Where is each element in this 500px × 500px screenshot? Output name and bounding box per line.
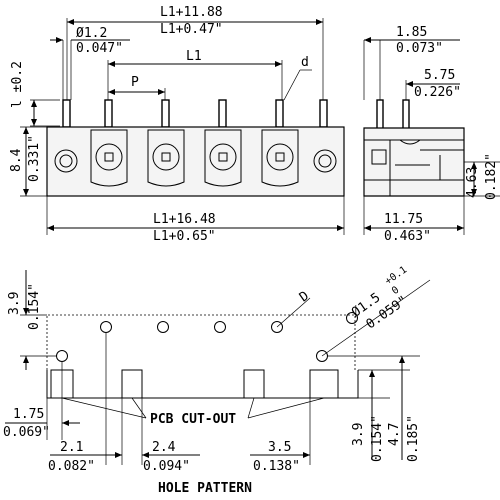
- pin-diameter-inch: 0.047": [76, 41, 123, 56]
- height-dimension-inch: 0.331": [27, 135, 42, 182]
- right-height-2-inch: 0.185": [406, 415, 421, 462]
- pin-space-inch: 0.226": [414, 85, 461, 100]
- side-pin: [402, 99, 410, 131]
- pin-offset: 1.85: [396, 25, 427, 40]
- side-pin: [376, 99, 384, 131]
- mounting-holes: [54, 149, 337, 173]
- bottom-total-dimension-inch: L1+0.65": [153, 229, 216, 244]
- hole-pattern-title: HOLE PATTERN: [158, 481, 252, 496]
- right-height-2: 4.7: [387, 423, 402, 446]
- pitch: P: [131, 75, 139, 90]
- slot-c: 3.5: [268, 440, 291, 455]
- depth-dimension: 11.75: [384, 212, 423, 227]
- footprint-outline: [46, 314, 356, 370]
- pin-length: l ±0.2: [10, 61, 25, 108]
- right-height-1: 3.9: [351, 423, 366, 446]
- mount-height-inch: 0.182": [484, 153, 499, 200]
- row-gap: 3.9: [7, 292, 22, 315]
- pin-offset-inch: 0.073": [396, 41, 443, 56]
- right-height-1-inch: 0.154": [370, 415, 385, 462]
- header-pins: [62, 99, 328, 128]
- terminal-screws: [90, 129, 299, 187]
- left-offset-inch: 0.069": [3, 425, 50, 440]
- slot-a: 2.1: [60, 440, 83, 455]
- slot-c-inch: 0.138": [253, 459, 300, 474]
- pcb-cutout-slots: [50, 369, 339, 399]
- depth-dimension-inch: 0.463": [384, 229, 431, 244]
- slot-b: 2.4: [152, 440, 176, 455]
- pcb-holes: [56, 312, 358, 362]
- connector-housing: [46, 126, 345, 197]
- pcb-cutout-label: PCB CUT-OUT: [150, 412, 236, 427]
- hole-tolerance-minus: 0: [390, 285, 401, 297]
- hole-tolerance-plus: +0.1: [383, 264, 409, 287]
- side-view: 1.85 0.073" 5.75 0.226" 11.75 0.463" 4.6…: [363, 25, 500, 244]
- side-housing: [363, 127, 465, 197]
- height-dimension: 8.4: [9, 148, 24, 172]
- pin-label-d: d: [301, 55, 309, 70]
- hole-label-d: D: [297, 289, 312, 306]
- hole-pattern: 3.9 0.154" D Ø1.5 +0.1 0 0.059" PCB CUT-…: [3, 264, 431, 496]
- pitch-span: L1: [186, 49, 202, 64]
- pin-diameter: Ø1.2: [76, 26, 107, 41]
- pin-space: 5.75: [424, 68, 455, 83]
- slot-a-inch: 0.082": [48, 459, 95, 474]
- top-total-dimension-inch: L1+0.47": [160, 22, 223, 37]
- top-total-dimension: L1+11.88: [160, 5, 223, 20]
- row-gap-inch: 0.154": [27, 283, 42, 330]
- slot-b-inch: 0.094": [143, 459, 190, 474]
- front-view: L1+11.88 L1+0.47" Ø1.2 0.047" L1 P d l ±…: [9, 5, 345, 244]
- bottom-total-dimension: L1+16.48: [153, 212, 216, 227]
- left-offset: 1.75: [13, 407, 44, 422]
- mount-height: 4.63: [465, 167, 480, 198]
